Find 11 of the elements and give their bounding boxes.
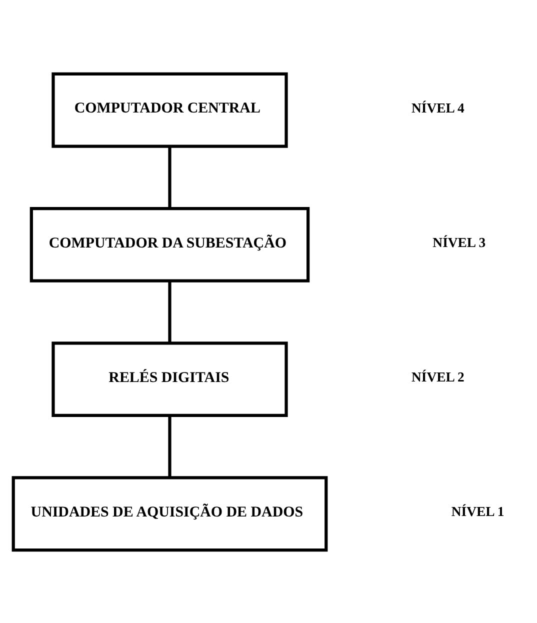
connector <box>168 146 172 208</box>
connector <box>168 280 172 342</box>
label: NÍVEL 3 <box>432 234 486 250</box>
label: NÍVEL 1 <box>451 504 504 519</box>
label: NÍVEL 4 <box>411 100 464 115</box>
node-box: COMPUTADOR DA SUBESTAÇÃO <box>30 206 310 282</box>
node-box: UNIDADES DE AQUISIÇÃO DE DADOS <box>12 476 328 552</box>
label: NÍVEL 2 <box>411 369 464 384</box>
node-box: COMPUTADOR CENTRAL <box>52 72 288 148</box>
node-box: RELÉS DIGITAIS <box>52 341 288 416</box>
connector <box>168 415 172 477</box>
